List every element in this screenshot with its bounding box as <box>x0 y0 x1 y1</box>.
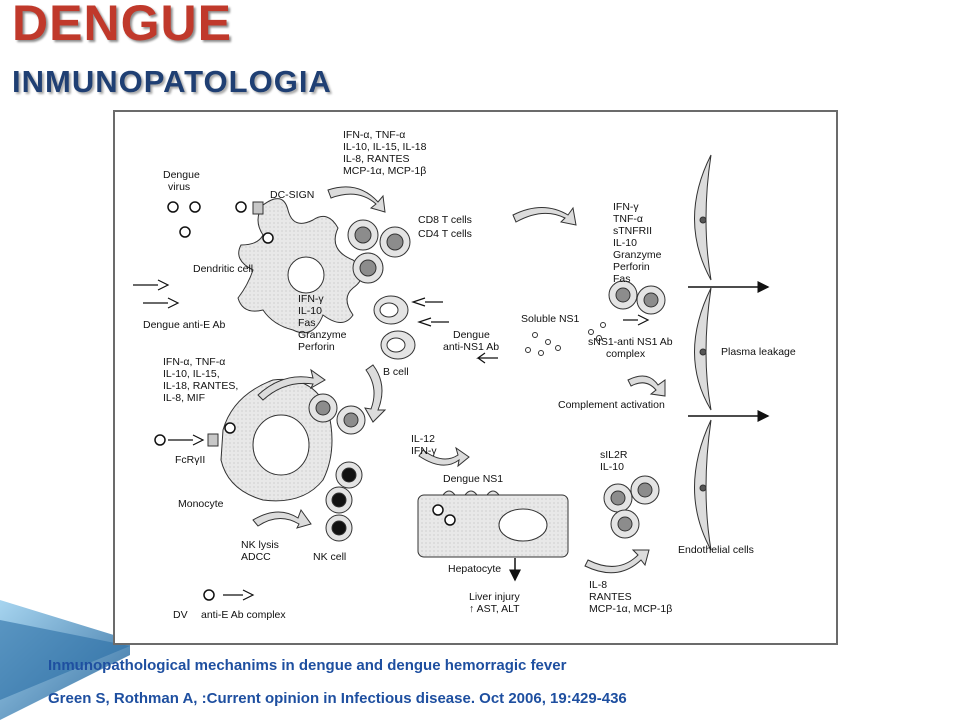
slide-title: DENGUE <box>12 0 232 51</box>
monocyte-nucleus <box>252 414 310 476</box>
label-hepatocyte: Hepatocyte <box>448 563 501 575</box>
label-cd4: CD4 T cells <box>418 228 472 240</box>
label-liver-injury: Liver injury <box>469 591 521 603</box>
dendritic-nucleus <box>287 256 325 294</box>
label-mcp: MCP-1α, MCP-1β <box>589 603 672 615</box>
label-t-cyto-1: IFN-γ <box>613 201 639 213</box>
immunopathology-diagram: Dengue virus DC-SIGN IFN-α, TNF-α IL-10,… <box>113 110 838 645</box>
nk-cells <box>308 393 366 542</box>
label-rantes: RANTES <box>589 591 632 603</box>
label-sns1-complex-2: complex <box>606 348 646 360</box>
label-il12: IL-12 <box>411 433 435 445</box>
label-dc-cyto-3: IL-8, RANTES <box>343 153 410 165</box>
virus-icons <box>154 201 456 601</box>
slide-subtitle: INMUNOPATOLOGIA <box>12 64 332 99</box>
label-sil2r: sIL2R <box>600 449 628 461</box>
curved-arrows <box>252 186 666 574</box>
label-dengue-virus-2: virus <box>168 181 190 193</box>
caption-title: Inmunopathological mechanims in dengue a… <box>48 657 567 674</box>
label-dengue-virus-1: Dengue <box>163 169 200 181</box>
label-dengue-ns1: Dengue NS1 <box>443 473 503 485</box>
label-anti-e-ab: Dengue anti-E Ab <box>143 319 225 331</box>
label-b-cell: B cell <box>383 366 409 378</box>
antibody-icons <box>133 279 650 601</box>
label-sil2r-il10: IL-10 <box>600 461 624 473</box>
label-soluble-ns1: Soluble NS1 <box>521 313 580 325</box>
label-plasma-leakage: Plasma leakage <box>721 346 796 358</box>
label-anti-ns1-1: Dengue <box>453 329 490 341</box>
soluble-ns1-particles <box>525 322 606 356</box>
dc-sign-receptor <box>252 201 264 215</box>
b-cells <box>373 295 416 360</box>
label-complement: Complement activation <box>558 399 665 411</box>
corner-decoration <box>0 600 130 720</box>
label-ifng-3: Fas <box>298 317 316 329</box>
label-sns1-complex-1: sNS1-anti NS1 Ab <box>588 336 673 348</box>
label-mono-cyto-4: IL-8, MIF <box>163 392 205 404</box>
label-il12-ifng: IFN-γ <box>411 445 437 457</box>
label-fcr: FcRγII <box>175 454 205 466</box>
label-dendritic-cell: Dendritic cell <box>193 263 253 275</box>
label-t-cyto-2: TNF-α <box>613 213 643 225</box>
label-ifng-4: Granzyme <box>298 329 347 341</box>
label-mono-cyto-3: IL-18, RANTES, <box>163 380 238 392</box>
label-ast-alt: ↑ AST, ALT <box>469 603 520 615</box>
label-dc-cyto-2: IL-10, IL-15, IL-18 <box>343 141 427 153</box>
label-adcc: ADCC <box>241 551 271 563</box>
label-dv: DV <box>173 609 188 621</box>
caption-reference: Green S, Rothman A, :Current opinion in … <box>48 690 627 707</box>
label-endothelial: Endothelial cells <box>678 544 754 556</box>
label-dv-complex: anti-E Ab complex <box>201 609 286 621</box>
label-t-cyto-4: IL-10 <box>613 237 637 249</box>
label-nk-cell: NK cell <box>313 551 346 563</box>
label-dc-cyto-1: IFN-α, TNF-α <box>343 129 405 141</box>
label-il8: IL-8 <box>589 579 607 591</box>
ns1-buds <box>441 490 501 496</box>
label-anti-ns1-2: anti-NS1 Ab <box>443 341 499 353</box>
label-t-cyto-7: Fas <box>613 273 631 285</box>
label-dc-sign: DC-SIGN <box>270 189 314 201</box>
label-monocyte: Monocyte <box>178 498 224 510</box>
label-ifng-2: IL-10 <box>298 305 322 317</box>
label-t-cyto-6: Perforin <box>613 261 650 273</box>
label-nk-lysis: NK lysis <box>241 539 279 551</box>
label-mono-cyto-1: IFN-α, TNF-α <box>163 356 225 368</box>
t-cells-right <box>603 280 666 539</box>
endothelial-wall <box>694 154 712 551</box>
hepatocyte-nucleus <box>498 508 548 542</box>
label-dc-cyto-4: MCP-1α, MCP-1β <box>343 165 426 177</box>
label-ifng-1: IFN-γ <box>298 293 324 305</box>
fcr-receptor <box>207 433 219 447</box>
label-t-cyto-5: Granzyme <box>613 249 662 261</box>
t-cells <box>347 219 411 284</box>
label-ifng-5: Perforin <box>298 341 335 353</box>
label-mono-cyto-2: IL-10, IL-15, <box>163 368 220 380</box>
label-t-cyto-3: sTNFRII <box>613 225 652 237</box>
label-cd8: CD8 T cells <box>418 214 472 226</box>
